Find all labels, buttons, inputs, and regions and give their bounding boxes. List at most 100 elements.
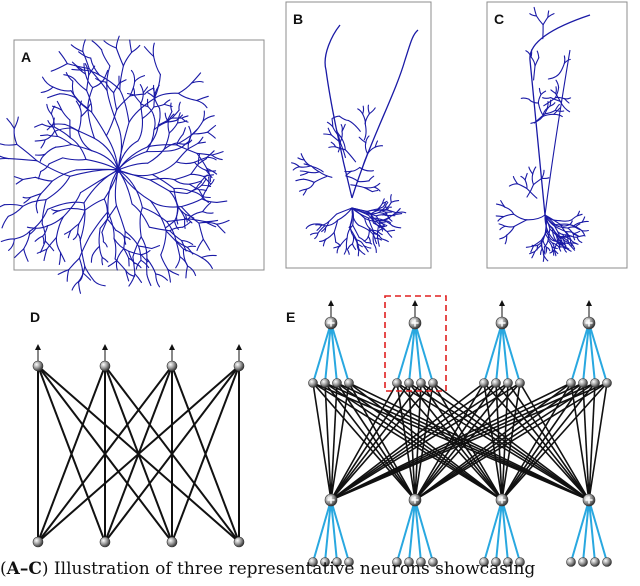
dendrite-branch	[77, 265, 86, 283]
dendrite-branch	[137, 117, 144, 142]
network-edge	[483, 382, 590, 501]
panel-e-label: E	[286, 309, 295, 325]
dendrite-branch	[331, 118, 334, 128]
dendrite-branch	[77, 130, 93, 152]
dendrite-branch	[168, 122, 179, 134]
dendrite-branch	[551, 246, 553, 253]
dendrite-branch	[201, 198, 218, 203]
network-edge	[324, 382, 332, 501]
panel-c-label: C	[494, 11, 504, 27]
dendrite-edge	[483, 499, 503, 563]
dendrite-branch	[559, 100, 571, 113]
network-edge	[582, 382, 590, 501]
dendrite-branch	[160, 230, 167, 256]
dendrite-branch	[374, 237, 378, 245]
dendrite-branch	[368, 175, 375, 182]
dendrite-branch	[71, 61, 84, 71]
dendrite-branch	[559, 219, 572, 222]
dendrite-branch	[80, 109, 89, 118]
dendrite-branch	[41, 76, 54, 88]
dendrite-branch	[3, 203, 24, 207]
dendrite-branch	[538, 87, 542, 96]
network-edge	[588, 382, 596, 501]
dendrite-branch	[193, 156, 208, 163]
dendrite-branch	[305, 181, 315, 190]
dendrite-branch	[89, 211, 109, 237]
dendrite-branch	[536, 50, 540, 59]
dendrite-branch	[35, 193, 42, 206]
dendrite-branch	[317, 225, 326, 234]
network-edge	[37, 365, 106, 543]
dendrite-edge	[483, 322, 503, 384]
dendrite-branch	[373, 186, 381, 192]
dendrite-branch	[177, 82, 193, 94]
dendrite-branch	[79, 202, 86, 241]
dendrite-branch	[563, 246, 567, 253]
dendrite-branch	[358, 236, 367, 244]
dendrite-branch	[152, 42, 155, 57]
dendrite-branch	[13, 116, 19, 130]
dendrite-branch	[113, 237, 117, 260]
dendrite-branch	[163, 103, 173, 108]
network-node	[602, 557, 612, 567]
dendrite-branch	[149, 177, 175, 181]
dendrite-branch	[84, 198, 105, 211]
dendrite-branch	[567, 226, 577, 229]
dendrite-branch	[573, 232, 580, 237]
network-node	[344, 557, 354, 567]
dendrite-edge	[588, 499, 608, 563]
dendrite-branch	[321, 227, 327, 233]
dendrite-branch	[146, 257, 157, 275]
neuron-a-morphology	[0, 35, 230, 294]
dendrite-branch	[51, 117, 55, 127]
dendrite-branch	[380, 226, 387, 232]
dendrite-branch	[333, 231, 337, 243]
dendrite-branch	[123, 236, 131, 241]
network-node	[503, 557, 513, 567]
dendrite-branch	[554, 103, 560, 111]
dendrite-branch	[57, 269, 70, 275]
dendrite-branch	[497, 216, 505, 222]
dendrite-branch	[13, 176, 24, 181]
dendrite-branch	[40, 163, 50, 173]
dendrite-branch	[16, 143, 38, 162]
soma	[115, 167, 121, 173]
dendrite-branch	[532, 166, 537, 175]
dendrite-branch	[39, 240, 46, 253]
dendrite-branch	[36, 160, 71, 177]
dendrite-branch	[139, 84, 144, 94]
dendrite-edge	[312, 322, 332, 384]
dendrite-branch	[153, 55, 161, 76]
dendrite-branch	[356, 243, 360, 251]
dendrite-branch	[77, 116, 82, 132]
dendrite-branch	[500, 200, 506, 208]
dendrite-branch	[26, 226, 37, 229]
network-edge	[408, 382, 590, 501]
dendrite-branch	[343, 247, 348, 255]
dendrite-branch	[41, 223, 47, 242]
dendrite-branch	[192, 120, 204, 135]
dendrite-branch	[555, 79, 560, 88]
dendrite-branch	[83, 169, 119, 204]
dendrite-branch	[22, 199, 47, 207]
dendrite-branch	[349, 207, 354, 226]
dendrite-branch	[323, 133, 332, 136]
dendrite-branch	[529, 13, 537, 17]
dendrite-branch	[131, 203, 150, 228]
dendrite-branch	[115, 47, 124, 67]
caption-text: ) Illustration of three representative n…	[41, 559, 536, 579]
dendrite-branch	[363, 235, 369, 242]
network-node	[404, 378, 414, 388]
dendrite-branch	[77, 232, 81, 241]
dendrite-branch	[182, 127, 186, 135]
dendrite-branch	[107, 169, 119, 213]
dendrite-branch	[547, 71, 562, 80]
dendrite-branch	[559, 62, 565, 73]
dendrite-branch	[98, 74, 121, 91]
dendrite-branch	[207, 178, 215, 188]
dendrite-branch	[141, 206, 168, 223]
dendrite-branch	[163, 99, 171, 105]
dendrite-edge	[582, 322, 590, 384]
dendrite-branch	[103, 69, 109, 81]
dendrite-branch	[184, 213, 188, 223]
